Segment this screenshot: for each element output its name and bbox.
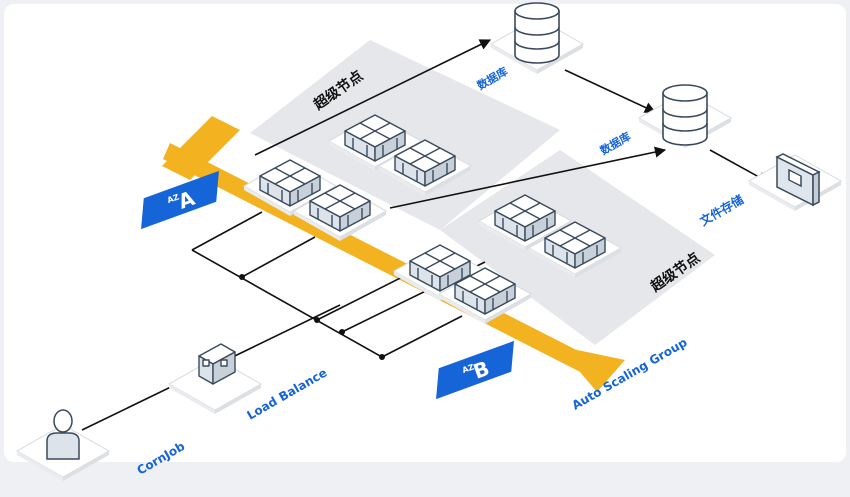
- band-arrow-left: [162, 116, 240, 180]
- file-storage-node: [748, 153, 842, 212]
- az-a-prefix: AZ: [166, 192, 181, 205]
- az-b-badge: AZ B: [436, 340, 514, 400]
- network-junctions: [239, 274, 385, 360]
- cronjob-node: [16, 409, 110, 482]
- az-a-badge: AZ A: [141, 170, 219, 230]
- load-balancer-node: [168, 343, 262, 415]
- band-arrow-right: [558, 346, 625, 392]
- az-b-prefix: AZ: [461, 362, 476, 375]
